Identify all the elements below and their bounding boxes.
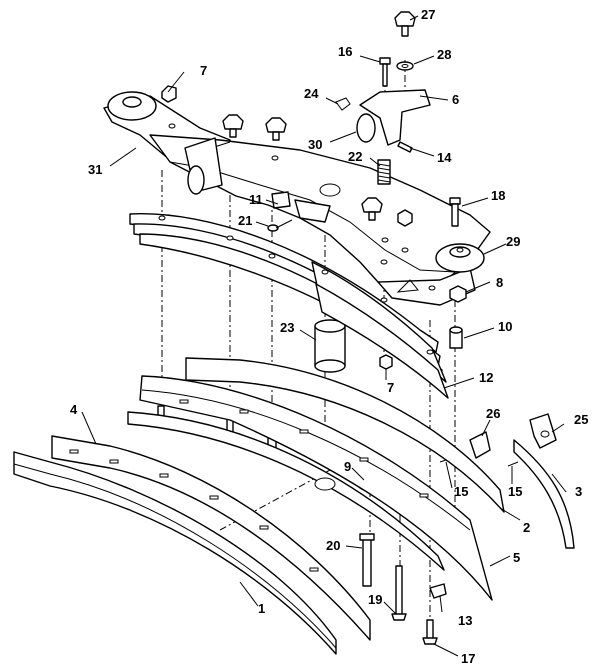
- bracket-caster: [187, 165, 205, 195]
- callout-30: 30: [308, 137, 322, 152]
- wheel-icon: [435, 243, 485, 273]
- bolt-shank-icon: [382, 63, 388, 87]
- blade-5: [139, 375, 493, 601]
- clamp-icon: [271, 191, 291, 209]
- callout-14: 14: [437, 150, 452, 165]
- caster-bracket-icon: [359, 89, 431, 146]
- callout-27: 27: [421, 7, 435, 22]
- long-bolt-icon: [362, 535, 372, 587]
- blade-4: [51, 435, 371, 641]
- callout-6: 6: [452, 92, 459, 107]
- callout-7-bottom: 7: [387, 380, 394, 395]
- callout-15-left: 15: [454, 484, 468, 499]
- knob-icon: [265, 117, 287, 141]
- nut-icon: [379, 354, 393, 370]
- caster-wheel-icon: [356, 113, 376, 143]
- callout-17: 17: [461, 651, 475, 666]
- callout-20: 20: [326, 538, 340, 553]
- callout-19: 19: [368, 592, 382, 607]
- clip-icon: [335, 97, 351, 111]
- callout-7-top: 7: [200, 63, 207, 78]
- blade-2: [185, 357, 505, 513]
- knob-icons: [222, 11, 416, 221]
- clip-icon: [429, 583, 447, 599]
- nut-icon: [161, 85, 177, 103]
- callout-13: 13: [458, 613, 472, 628]
- pin-icon: [397, 141, 413, 153]
- spring-icon: [377, 159, 391, 185]
- callout-4: 4: [70, 402, 78, 417]
- bolt-icon: [395, 565, 403, 617]
- tube-icon: [314, 319, 346, 373]
- nut-icon: [449, 285, 467, 303]
- callout-3: 3: [575, 484, 582, 499]
- bolt-head-icon: [379, 57, 391, 65]
- callout-16: 16: [338, 44, 352, 59]
- blade-strip-13: [127, 411, 445, 571]
- callout-15-right: 15: [508, 484, 522, 499]
- clip-icon: [469, 431, 491, 459]
- callout-5: 5: [513, 550, 520, 565]
- blade-1: [13, 451, 337, 655]
- blades: [13, 357, 575, 655]
- callout-29: 29: [506, 234, 520, 249]
- knob-icon: [361, 197, 383, 221]
- callout-8: 8: [496, 275, 503, 290]
- callout-12: 12: [479, 370, 493, 385]
- callout-11: 11: [249, 192, 263, 207]
- callout-24: 24: [304, 86, 319, 101]
- knob-icon: [394, 11, 416, 37]
- callout-labels: 1 2 3 4 5 6 7 7 8 9 10 11 12 13 14 15 15…: [70, 7, 588, 666]
- bracket-tab: [294, 199, 331, 223]
- hardware-parts: [157, 57, 557, 645]
- callout-18: 18: [491, 188, 505, 203]
- callout-1: 1: [258, 601, 265, 616]
- callout-23: 23: [280, 320, 294, 335]
- callout-31: 31: [88, 162, 102, 177]
- callout-2: 2: [523, 520, 530, 535]
- bolt-shank-icon: [451, 203, 459, 227]
- nut-icon: [397, 209, 413, 227]
- screw-head-icon: [267, 224, 279, 232]
- callout-26: 26: [486, 406, 500, 421]
- bolt-icon: [426, 619, 434, 641]
- leaf-spring-stack: [129, 213, 449, 399]
- callout-9: 9: [344, 459, 351, 474]
- callout-28: 28: [437, 47, 451, 62]
- callout-25: 25: [574, 412, 588, 427]
- leaf-spring: [315, 283, 449, 399]
- callout-22: 22: [348, 149, 362, 164]
- callout-21: 21: [238, 213, 252, 228]
- callout-10: 10: [498, 319, 512, 334]
- main-bracket: [103, 91, 491, 306]
- callout-leaders: [81, 15, 567, 657]
- blade-3: [513, 439, 575, 549]
- bolt-head-icon: [449, 197, 461, 205]
- knob-icon: [222, 114, 244, 138]
- left-caster-hub: [122, 96, 142, 108]
